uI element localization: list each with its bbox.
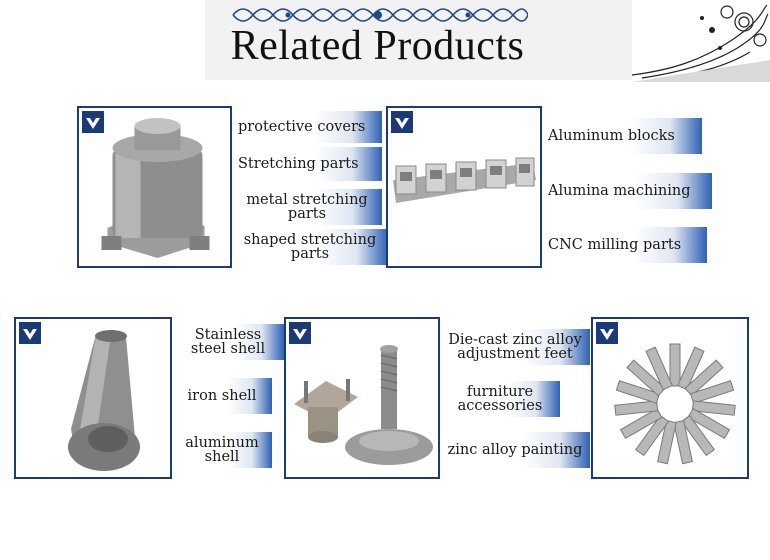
link-alumina-machining[interactable]: Alumina machining xyxy=(542,173,712,209)
link-aluminum-shell[interactable]: aluminum shell xyxy=(172,432,272,468)
product-card-aluminum[interactable] xyxy=(386,106,542,268)
metal-cap-icon xyxy=(101,118,210,258)
link-furniture-accessories[interactable]: furniture accessories xyxy=(440,381,560,417)
link-die-cast-zinc-alloy-feet[interactable]: Die-cast zinc alloy adjustment feet xyxy=(440,329,590,365)
brand-logo-icon xyxy=(289,322,311,344)
link-iron-shell[interactable]: iron shell xyxy=(172,378,272,414)
ornament-icon xyxy=(232,8,528,22)
page-title: Related Products xyxy=(230,23,525,69)
brand-logo-icon xyxy=(19,322,41,344)
aluminum-blocks-icon xyxy=(393,157,536,203)
link-metal-stretching-parts[interactable]: metal stretching parts xyxy=(232,189,382,225)
brand-logo-icon xyxy=(596,322,618,344)
product-card-shell[interactable] xyxy=(14,317,172,479)
link-zinc-alloy-painting[interactable]: zinc alloy painting xyxy=(440,432,590,468)
product-card-metal-strips[interactable] xyxy=(591,317,749,479)
product-card-stretching[interactable] xyxy=(77,106,232,268)
brand-logo-icon xyxy=(82,111,104,133)
tube-shell-icon xyxy=(68,330,140,471)
link-cnc-milling-parts[interactable]: CNC milling parts xyxy=(542,227,707,263)
product-card-zinc-alloy[interactable] xyxy=(284,317,440,479)
link-shaped-stretching-parts[interactable]: shaped stretching parts xyxy=(232,229,388,265)
link-aluminum-blocks[interactable]: Aluminum blocks xyxy=(542,118,702,154)
brand-logo-icon xyxy=(391,111,413,133)
header-band xyxy=(205,0,635,80)
floral-swirl-icon xyxy=(632,0,770,82)
link-stainless-steel-shell[interactable]: Stainless steel shell xyxy=(172,324,284,360)
link-stretching-parts[interactable]: Stretching parts xyxy=(232,147,382,181)
metal-strips-icon xyxy=(614,343,736,465)
link-protective-covers[interactable]: protective covers xyxy=(232,111,382,143)
adjustment-foot-icon xyxy=(294,345,433,465)
